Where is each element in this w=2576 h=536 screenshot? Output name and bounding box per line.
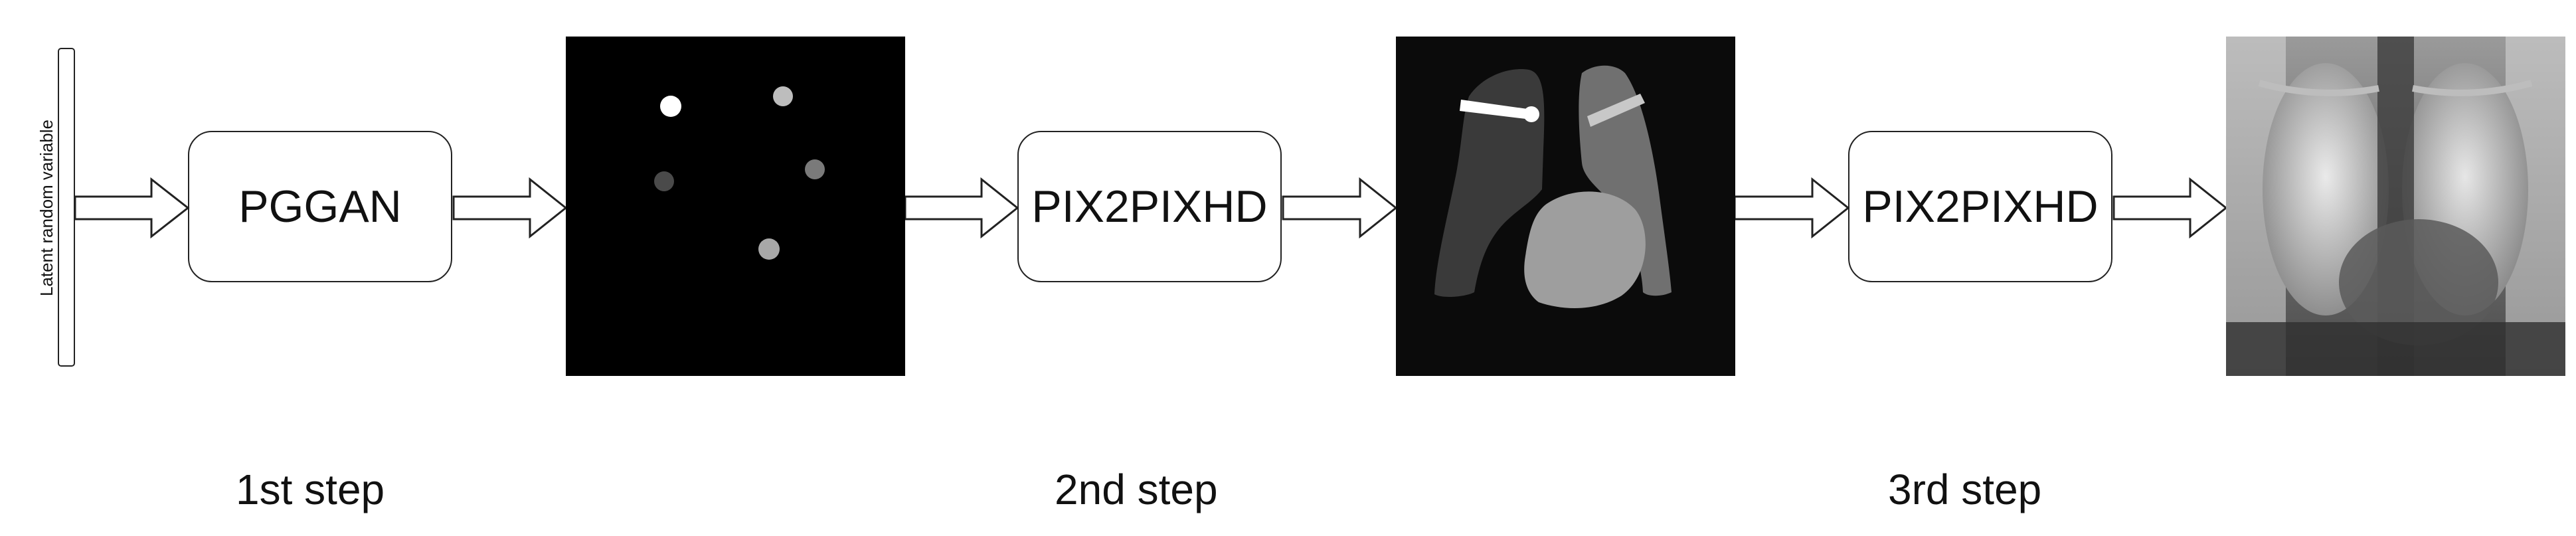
left-lung-shape [1579,65,1672,296]
landmark-dot-4 [805,159,825,179]
step-label-2: 2nd step [1055,466,1218,513]
left-clavicle-shape [1587,94,1645,127]
landmark-dot-5 [758,238,780,260]
xray-clavicle-right [2412,80,2533,96]
arrow-2 [452,177,568,239]
landmark-image-panel [566,37,905,376]
xray-clavicle-left [2258,80,2379,96]
landmark-dot-3 [654,171,674,191]
step-label-3: 3rd step [1888,466,2042,513]
heart-shape [1524,191,1646,309]
synthetic-xray-panel [2226,37,2565,376]
xray-diaphragm [2226,322,2565,376]
xray-heart [2339,219,2498,345]
segmentation-mask-panel [1396,37,1735,376]
right-clavicle-end [1523,106,1539,122]
right-lung-shape [1434,69,1545,297]
pggan-box: PGGAN [188,131,452,282]
step-label-1: 1st step [236,466,385,513]
pix2pixhd-box-2: PIX2PIXHD [1848,131,2112,282]
landmark-dot-1 [660,96,681,117]
pix2pixhd-box-1: PIX2PIXHD [1017,131,1282,282]
arrow-6 [2112,177,2228,239]
arrow-1 [74,177,190,239]
landmark-dot-2 [773,86,793,106]
arrow-3 [904,177,1019,239]
arrow-4 [1282,177,1398,239]
arrow-5 [1733,177,1850,239]
right-clavicle-shape [1460,100,1532,120]
